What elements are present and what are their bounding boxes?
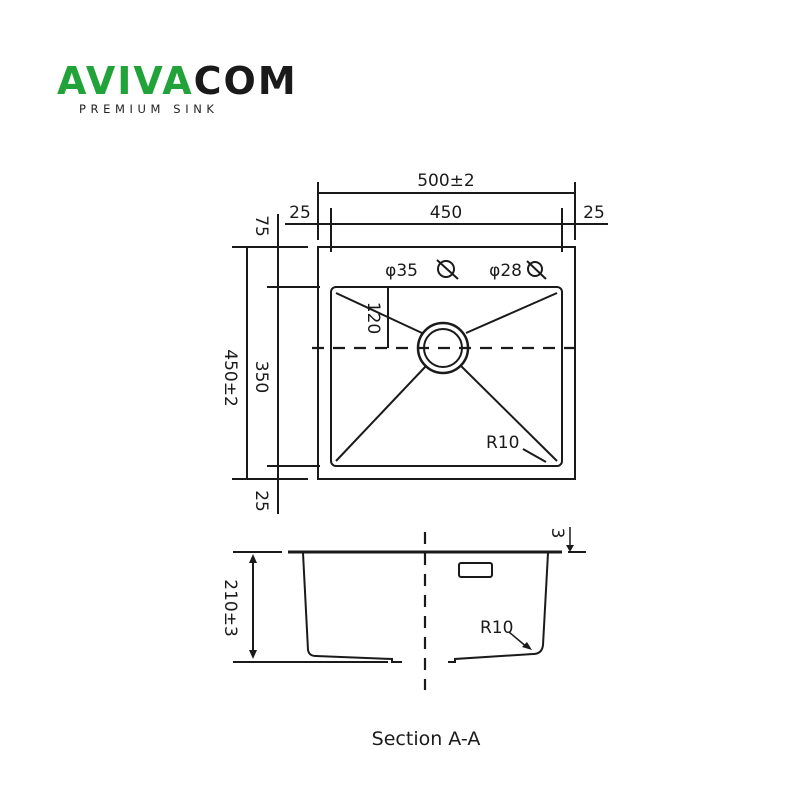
- plan-radius-label: R10: [486, 433, 519, 453]
- sink-outer-outline: [317, 246, 576, 480]
- left-margin-label: 25: [289, 203, 311, 223]
- section-view: 210±3 3 R10 Section A-A: [220, 527, 586, 750]
- overall-depth-label: 450±2: [220, 349, 240, 407]
- hole-symbol-icon: [526, 260, 547, 280]
- right-margin-label: 25: [583, 203, 605, 223]
- section-caption: Section A-A: [372, 728, 481, 750]
- hole-symbol-icon: [436, 259, 459, 280]
- brand-tagline: PREMIUM SINK: [79, 102, 219, 116]
- section-radius-label: R10: [480, 618, 513, 638]
- bottom-margin-label: 25: [251, 490, 271, 512]
- brand-name-green: AVIVA: [57, 59, 194, 103]
- sink-wall-right: [448, 552, 549, 663]
- overall-width-label: 500±2: [417, 171, 475, 191]
- bowl-slope-line: [335, 292, 423, 334]
- drain-offset-label: 120: [363, 302, 383, 334]
- bowl-width-label: 450: [430, 203, 462, 223]
- bowl-slope-line: [460, 365, 558, 462]
- brand-name-dark: COM: [193, 59, 298, 103]
- top-margin-label: 75: [251, 215, 271, 237]
- overflow-slot: [458, 562, 493, 578]
- bowl-depth-label: 350: [251, 361, 271, 393]
- faucet-hole-1-label: φ35: [385, 261, 418, 281]
- bowl-slope-line: [465, 292, 558, 334]
- brand-name: AVIVACOM: [57, 62, 298, 100]
- sink-wall-left: [302, 552, 402, 663]
- bowl-outline: [330, 286, 563, 467]
- faucet-hole-2-label: φ28: [489, 261, 522, 281]
- bowl-slope-line: [335, 365, 427, 462]
- thickness-label: 3: [547, 528, 567, 539]
- plan-view: 500±2 450 25 25 75 350 450±2 25 120 φ35 …: [220, 171, 608, 514]
- section-height-label: 210±3: [220, 579, 240, 637]
- brand-logo: AVIVACOM PREMIUM SINK: [57, 62, 298, 116]
